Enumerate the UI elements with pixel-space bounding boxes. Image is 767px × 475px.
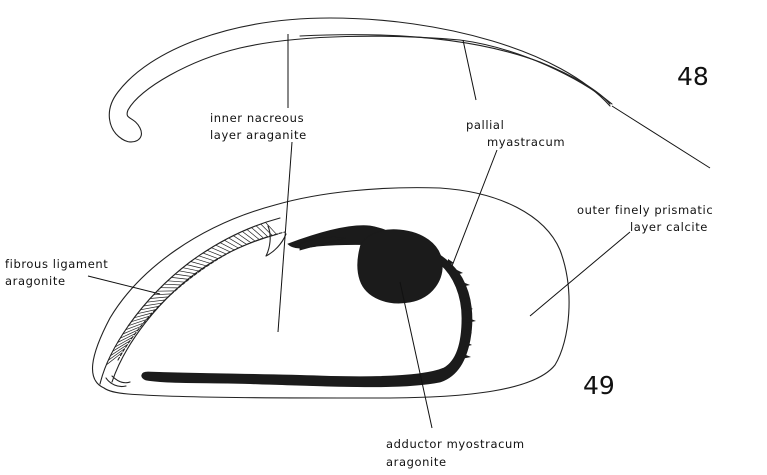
ligament-striation	[154, 294, 172, 295]
leader-fibrous-ligament	[88, 276, 160, 294]
label-adductor-myostracum: adductor myostracum aragonite	[386, 437, 529, 469]
leader-inner-nacreous-bottom	[278, 142, 292, 332]
fibrous-ligament-striations	[106, 222, 276, 364]
ligament-striation	[216, 245, 231, 252]
label-fibrous-ligament-line2: aragonite	[5, 274, 66, 288]
ligament-striation	[220, 243, 234, 250]
shell-section-myostracum-line	[300, 35, 610, 104]
label-pallial-line1: pallial	[466, 118, 504, 132]
label-adductor-line1: adductor myostracum	[386, 437, 525, 451]
ligament-striation	[150, 297, 168, 299]
label-outer-prismatic-line2: layer calcite	[630, 220, 708, 234]
label-outer-prismatic: outer finely prismatic layer calcite	[577, 203, 718, 234]
label-adductor-line2: aragonite	[386, 455, 447, 469]
ligament-striation	[175, 274, 192, 277]
ligament-striation	[183, 268, 200, 272]
figure-number-48: 48	[677, 62, 709, 91]
ligament-dash-line	[118, 232, 285, 360]
ligament-striation	[266, 222, 277, 234]
label-inner-nacreous: inner nacreous layer araganite	[210, 111, 308, 142]
figure-number-49: 49	[583, 371, 615, 400]
figure-49-shell-interior	[93, 188, 570, 398]
label-pallial-myostracum: pallial myastracum	[466, 118, 565, 149]
ligament-striation	[224, 240, 238, 248]
ligament-striation	[229, 238, 243, 246]
label-pallial-line2: myastracum	[487, 135, 565, 149]
umbo-tip-detail	[106, 376, 130, 387]
shell-outline	[93, 188, 570, 398]
ligament-inner-boundary	[112, 234, 278, 382]
hinge-tooth	[266, 226, 286, 256]
ligament-striation	[179, 271, 196, 274]
leader-adductor	[400, 282, 432, 428]
ligament-striation	[168, 281, 186, 282]
leader-pallial-bottom	[452, 150, 497, 266]
leader-outer-prismatic-top	[612, 106, 710, 168]
ligament-striation	[191, 262, 208, 267]
figure-48-cross-section	[109, 18, 612, 142]
leader-pallial-top	[463, 40, 476, 100]
ligament-striation	[247, 229, 259, 239]
ligament-striation	[147, 300, 165, 302]
ligament-area-boundary	[100, 218, 280, 384]
label-fibrous-ligament: fibrous ligament aragonite	[5, 257, 113, 288]
adductor-muscle-scar	[358, 230, 443, 303]
label-inner-nacreous-line1: inner nacreous	[210, 111, 304, 125]
label-inner-nacreous-line2: layer araganite	[210, 128, 307, 142]
shell-section-inner-edge	[240, 36, 612, 104]
ligament-striation	[187, 265, 204, 269]
ligament-striation	[256, 226, 268, 237]
label-fibrous-ligament-line1: fibrous ligament	[5, 257, 108, 271]
ligament-striation	[238, 234, 251, 243]
leader-outer-prismatic-bottom	[530, 232, 630, 316]
ligament-striation	[251, 228, 263, 239]
label-outer-prismatic-line1: outer finely prismatic	[577, 203, 713, 217]
ligament-striation	[171, 277, 189, 279]
ligament-striation	[164, 284, 182, 285]
ligament-striation	[233, 236, 246, 245]
ligament-striation	[242, 231, 255, 241]
